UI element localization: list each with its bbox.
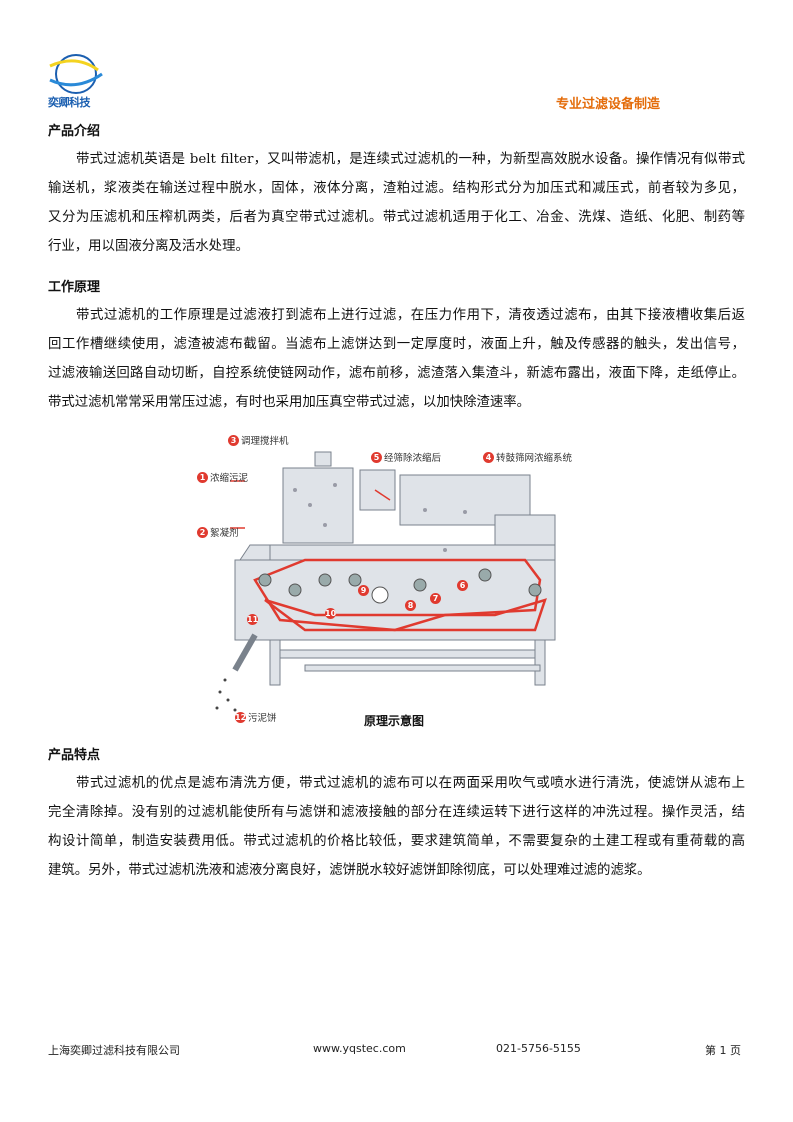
logo-text: 奕卿科技 bbox=[48, 96, 91, 109]
label-6: 6 bbox=[457, 580, 468, 591]
label-8: 8 bbox=[405, 600, 416, 611]
footer-phone: 021-5756-5155 bbox=[496, 1042, 581, 1055]
machine-illustration bbox=[215, 451, 556, 712]
intro-paragraph: 带式过滤机英语是 belt filter，又叫带滤机，是连续式过滤机的一种，为新… bbox=[48, 145, 745, 261]
section-title-intro: 产品介绍 bbox=[48, 124, 101, 139]
header-slogan: 专业过滤设备制造 bbox=[556, 97, 661, 112]
text-line: 带式过滤机的优点是滤布清洗方便，带式过滤机的滤布可以在两面采用吹气或喷水进行清洗… bbox=[76, 776, 745, 791]
company-logo bbox=[49, 54, 103, 94]
label-7: 7 bbox=[430, 593, 441, 604]
principle-paragraph: 带式过滤机的工作原理是过滤液打到滤布上进行过滤，在压力作用下，清夜透过滤布，由其… bbox=[48, 301, 745, 417]
text-line: 又分为压滤机和压榨机两类，后者为真空带式过滤机。带式过滤机适用于化工、冶金、洗煤… bbox=[48, 210, 745, 225]
text-line: 建筑。另外，带式过滤机洗液和滤液分离良好，滤饼脱水较好滤饼卸除彻底，可以处理难过… bbox=[48, 863, 651, 878]
text-line: 输送机，浆液类在输送过程中脱水，固体，液体分离，渣粕过滤。结构形式分为加压式和减… bbox=[48, 181, 745, 196]
section-title-principle: 工作原理 bbox=[48, 280, 101, 295]
text-line: 过滤液输送回路自动切断，自控系统使链网动作，滤布前移，滤渣落入集渣斗，新滤布露出… bbox=[48, 366, 745, 381]
section-title-features: 产品特点 bbox=[48, 748, 101, 763]
text-line: 带式过滤机常常采用常压过滤，有时也采用加压真空带式过滤，以加快除渣速率。 bbox=[48, 395, 531, 410]
text-line: 行业，用以固液分离及活水处理。 bbox=[48, 239, 249, 254]
footer-website[interactable]: www.yqstec.com bbox=[313, 1042, 406, 1055]
label-9: 9 bbox=[358, 585, 369, 596]
diagram-caption: 原理示意图 bbox=[364, 714, 425, 728]
footer-page-number: 第 1 页 bbox=[705, 1044, 741, 1057]
text-line: 构设计简单，制造安装费用低。带式过滤机的价格比较低，要求建筑简单，不需要复杂的土… bbox=[48, 834, 745, 849]
features-paragraph: 带式过滤机的优点是滤布清洗方便，带式过滤机的滤布可以在两面采用吹气或喷水进行清洗… bbox=[48, 769, 745, 885]
text-line: 带式过滤机英语是 belt filter，又叫带滤机，是连续式过滤机的一种，为新… bbox=[76, 152, 745, 167]
text-line: 带式过滤机的工作原理是过滤液打到滤布上进行过滤，在压力作用下，清夜透过滤布，由其… bbox=[76, 308, 745, 323]
label-10: 10 bbox=[325, 608, 337, 619]
footer-company: 上海奕卿过滤科技有限公司 bbox=[48, 1044, 180, 1057]
text-line: 回工作槽继续使用，滤渣被滤布截留。当滤布上滤饼达到一定厚度时，液面上升，触及传感… bbox=[48, 337, 745, 352]
text-line: 完全清除掉。没有别的过滤机能使所有与滤饼和滤液接触的部分在连续运转下进行这样的冲… bbox=[48, 805, 745, 820]
label-11: 11 bbox=[247, 614, 259, 625]
